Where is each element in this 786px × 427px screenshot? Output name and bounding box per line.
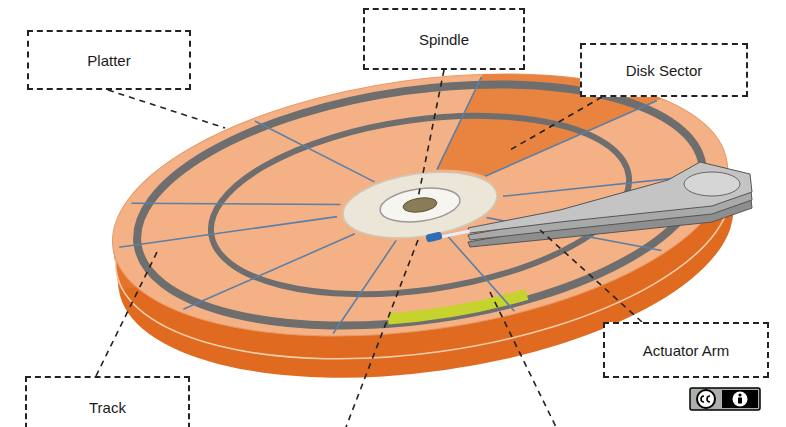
part-name: Actuator Arm bbox=[643, 342, 730, 359]
spindle-hole bbox=[402, 196, 438, 214]
label-box: Platter bbox=[27, 30, 191, 90]
actuator-arm-drawing bbox=[425, 162, 752, 247]
part-name: Platter bbox=[87, 52, 130, 69]
licence-badge bbox=[690, 388, 760, 410]
part-name: Track bbox=[89, 399, 126, 416]
label-box: Spindle bbox=[363, 8, 525, 70]
part-name: Disk Sector bbox=[626, 62, 703, 79]
leader-lines bbox=[96, 70, 642, 427]
label-box: Track bbox=[25, 376, 190, 427]
label-box: Disk Sector bbox=[580, 43, 748, 97]
part-name: Spindle bbox=[419, 31, 469, 48]
track-sector bbox=[387, 294, 527, 320]
label-box: Actuator Arm bbox=[603, 322, 769, 378]
track-ring bbox=[199, 91, 640, 318]
